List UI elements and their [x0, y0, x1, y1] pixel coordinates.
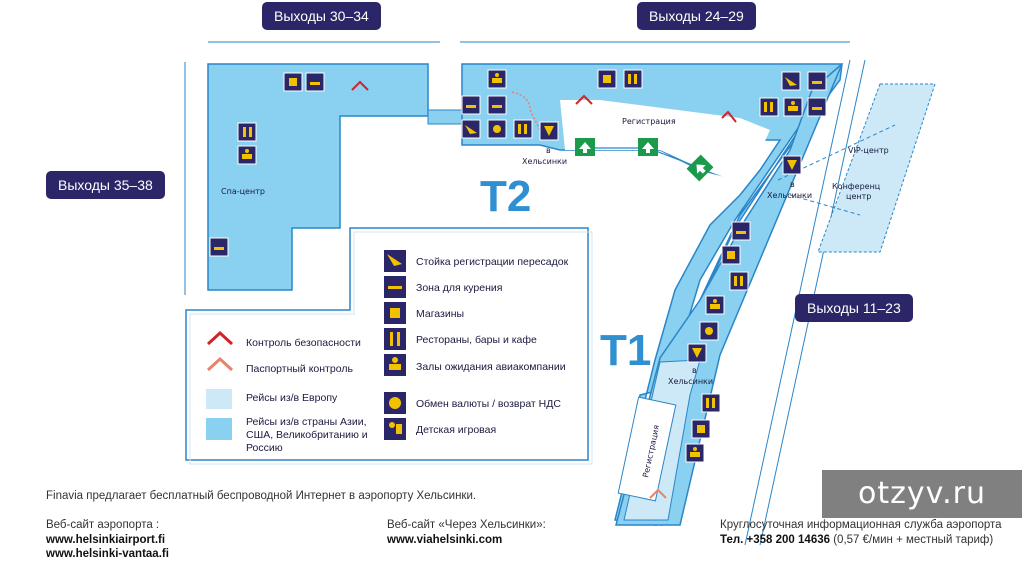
helsinki-label-3: Хельсинки	[668, 377, 713, 386]
via-helsinki-link[interactable]: www.viahelsinki.com	[387, 534, 503, 546]
vip-center-label: VIP-центр	[848, 146, 889, 155]
airport-site-link-1[interactable]: www.helsinkiairport.fi	[46, 534, 166, 546]
legend-label-restaurants: Рестораны, бары и кафе	[416, 334, 537, 346]
restaurant-icon	[759, 97, 779, 117]
europe-flights-swatch	[206, 389, 232, 409]
passport-control-mark	[511, 91, 541, 131]
watermark: otzyv.ru	[822, 470, 1022, 518]
to-helsinki-label-3: в	[692, 366, 697, 375]
passport-control-legend-swatch	[206, 356, 234, 372]
info-service-label: Круглосуточная информационная служба аэр…	[720, 519, 1002, 531]
security-control-mark	[351, 80, 369, 91]
restaurant-icon	[623, 69, 643, 89]
info-phone-line: Тел. +358 200 14636 (0,57 €/мин + местны…	[720, 534, 993, 546]
exit-arrow-icon	[638, 138, 658, 156]
airport-site-link-2[interactable]: www.helsinki-vantaa.fi	[46, 548, 169, 560]
spa-center-label: Спа-центр	[221, 187, 265, 196]
terminal-2-label: T2	[480, 172, 531, 221]
restaurant-icon	[237, 122, 257, 142]
playroom-icon	[384, 418, 406, 440]
security-control-legend-swatch	[206, 330, 234, 346]
security-control-mark	[721, 110, 737, 123]
legend-label-shopping: Магазины	[416, 308, 465, 320]
intl-flights-swatch	[206, 418, 232, 440]
info-phone-tariff: (0,57 €/мин + местный тариф)	[833, 534, 994, 546]
exit-arrow-icon	[686, 154, 714, 182]
t2-connector	[427, 109, 463, 125]
to-helsinki-label-2: в	[790, 180, 795, 189]
conference-label-1: Конференц	[832, 182, 881, 191]
legend-label-europe: Рейсы из/в Европу	[246, 392, 338, 404]
gates-11-23-badge: Выходы 11–23	[795, 294, 913, 322]
exit-arrow-icon	[575, 138, 595, 156]
helsinki-label-2: Хельсинки	[767, 191, 812, 200]
gates-35-38-badge: Выходы 35–38	[46, 171, 165, 199]
legend-label-intl: Рейсы из/в страны Азии, США, Великобрита…	[246, 416, 368, 454]
info-phone-number: Тел. +358 200 14636	[720, 534, 831, 546]
checkin-area-top	[560, 100, 770, 185]
gates-30-34-badge: Выходы 30–34	[262, 2, 381, 30]
vip-conference-area	[817, 83, 936, 253]
to-helsinki-label-1: в	[546, 146, 551, 155]
helsinki-label-1: Хельсинки	[522, 157, 567, 166]
legend-label-exchange: Обмен валюты / возврат НДС	[416, 398, 561, 410]
legend-label-passport: Паспортный контроль	[246, 363, 353, 375]
legend-label-security: Контроль безопасности	[246, 337, 361, 349]
restaurant-icon	[701, 393, 721, 413]
legend-label-transfer: Стойка регистрации пересадок	[416, 256, 569, 268]
wifi-notice: Finavia предлагает бесплатный беспроводн…	[46, 490, 477, 502]
passport-control-mark	[649, 488, 667, 499]
checkin-label-top: Регистрация	[622, 117, 676, 126]
gates-24-29-badge: Выходы 24–29	[637, 2, 756, 30]
restaurant-icon	[513, 119, 533, 139]
legend-label-smoking: Зона для курения	[416, 282, 503, 294]
security-control-mark	[575, 94, 593, 105]
legend-label-lounges: Залы ожидания авиакомпании	[416, 361, 566, 373]
legend-icons	[384, 250, 406, 440]
airport-site-label: Веб-сайт аэропорта :	[46, 519, 160, 531]
checkin-area-bottom	[617, 396, 677, 502]
restaurant-icon	[729, 271, 749, 291]
legend-label-playroom: Детская игровая	[416, 424, 497, 436]
terminal-1-label: T1	[600, 326, 651, 375]
conference-label-2: центр	[846, 192, 871, 201]
via-helsinki-label: Веб-сайт «Через Хельсинки»:	[387, 519, 546, 531]
restaurant-icon	[384, 328, 406, 350]
